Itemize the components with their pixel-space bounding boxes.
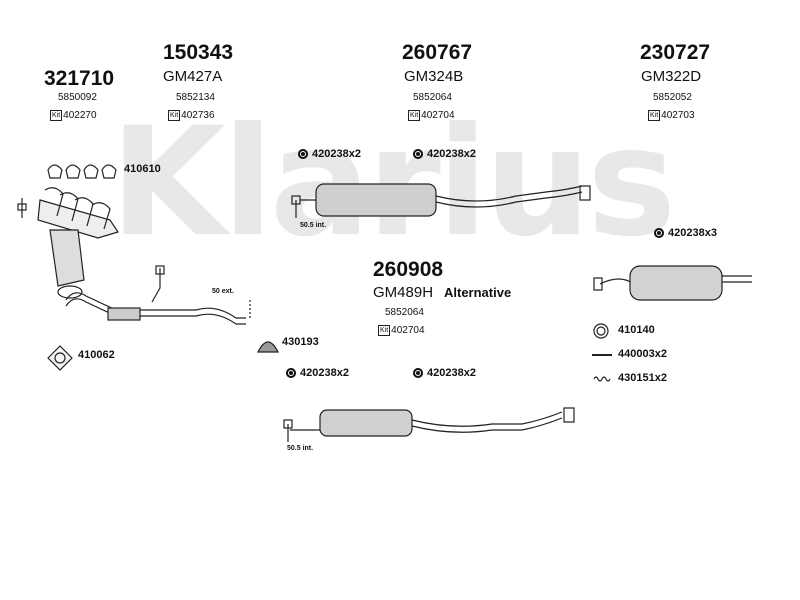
kit-number: 402704 — [391, 325, 425, 336]
kit-badge: Kit — [378, 325, 391, 336]
hanger-ref: 430193 — [282, 336, 319, 348]
dimension-label: 50.5 int. — [287, 445, 314, 452]
kit-badge: Kit — [648, 110, 661, 121]
clamp-icon — [286, 368, 296, 378]
clamp-icon — [298, 149, 308, 159]
clamp-ref: 420238x2 — [413, 367, 476, 379]
spring-icon — [593, 376, 611, 382]
spring-ref: 430151x2 — [618, 372, 667, 384]
part-subcode: GM489H — [373, 284, 434, 301]
clamp-icon — [654, 228, 664, 238]
gasket-ring-ref: 410062 — [78, 349, 115, 361]
kit-label: Kit 402704 — [408, 110, 455, 121]
rear-silencer-icon — [593, 265, 752, 301]
clamp-icon — [413, 149, 423, 159]
clamp-ref: 420238x2 — [286, 367, 349, 379]
gasket-set-ref: 410610 — [124, 163, 161, 175]
clamp-ref: 420238x3 — [654, 227, 717, 239]
gasket-set-icon — [47, 164, 117, 179]
seal-ring-icon — [593, 323, 609, 339]
part-code-230727: 230727 — [640, 41, 711, 64]
flange-gasket-icon — [47, 345, 73, 371]
oe-number: 5852052 — [653, 92, 692, 103]
dimension-label: 50 ext. — [212, 288, 234, 295]
oe-number: 5850092 — [58, 92, 97, 103]
ring-ref: 410140 — [618, 324, 655, 336]
kit-badge: Kit — [50, 110, 63, 121]
kit-number: 402736 — [181, 110, 215, 121]
kit-label: Kit 402704 — [378, 325, 425, 336]
dimension-label: 50.5 int. — [300, 222, 327, 229]
part-code-260908: 260908 — [373, 258, 444, 281]
part-code-321710: 321710 — [44, 67, 115, 90]
front-pipe-icon — [65, 265, 251, 325]
clamp-ref: 420238x2 — [298, 148, 361, 160]
oe-number: 5852064 — [385, 307, 424, 318]
manifold-catalyst-icon — [17, 187, 119, 299]
kit-number: 402703 — [661, 110, 695, 121]
oe-number: 5852134 — [176, 92, 215, 103]
center-silencer-icon — [291, 183, 591, 218]
oe-number: 5852064 — [413, 92, 452, 103]
part-subcode: GM322D — [641, 68, 702, 85]
bolt-ref: 440003x2 — [618, 348, 667, 360]
clamp-ref: 420238x2 — [413, 148, 476, 160]
part-subcode: GM427A — [163, 68, 223, 85]
kit-number: 402270 — [63, 110, 97, 121]
kit-badge: Kit — [408, 110, 421, 121]
part-subcode: GM324B — [404, 68, 464, 85]
alternative-label: Alternative — [444, 285, 512, 300]
kit-label: Kit 402703 — [648, 110, 695, 121]
part-code-150343: 150343 — [163, 41, 234, 64]
rubber-hanger-icon — [257, 341, 279, 353]
watermark-logo: Klarius — [110, 96, 676, 270]
kit-badge: Kit — [168, 110, 181, 121]
clamp-icon — [413, 368, 423, 378]
kit-number: 402704 — [421, 110, 455, 121]
kit-label: Kit 402270 — [50, 110, 97, 121]
alternative-silencer-icon — [283, 407, 575, 442]
kit-label: Kit 402736 — [168, 110, 215, 121]
part-code-260767: 260767 — [402, 41, 473, 64]
